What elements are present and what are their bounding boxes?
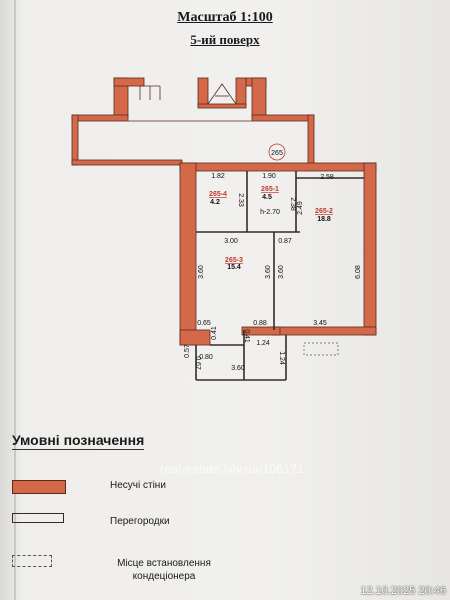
room-id: 265-4 (209, 191, 227, 198)
legend-ac-label: Місце встановлення кондеціонера (117, 558, 211, 582)
dimension-label: 3.45 (313, 320, 327, 327)
room-area: 4.2 (210, 199, 220, 206)
apartment-walls (179, 162, 377, 346)
dimension-label: 0.87 (278, 238, 292, 245)
room-id: 265-1 (261, 186, 279, 193)
apartment-partitions (195, 171, 364, 381)
room-area: 15.4 (227, 264, 241, 271)
room-area: 18.8 (317, 216, 331, 223)
watermark: real-estate.lviv.ua/106171 (160, 462, 305, 476)
dimension-label: 2.58 (320, 174, 334, 181)
dimension-label: 6.08 (355, 265, 362, 279)
floor-plan: 265 265-4 4.2 265-1 4.5 265-2 18.8 265-3… (71, 77, 377, 381)
dimension-label: 0.65 (197, 320, 211, 327)
dimension-label: 0.41 (243, 329, 250, 343)
ac-place-mark (303, 342, 339, 356)
section-marker (268, 143, 286, 161)
dimension-label: 3.00 (224, 238, 238, 245)
dimension-label: 2.49 (297, 201, 304, 215)
room-labels: 265-4 4.2 265-1 4.5 265-2 18.8 265-3 15.… (209, 186, 333, 271)
dimension-label: 3.60 (231, 365, 245, 372)
room-area: 4.5 (262, 194, 272, 201)
dimension-label: 2.38 (289, 197, 296, 211)
dimension-label: 3.60 (265, 265, 272, 279)
dimension-label: 0.67 (194, 356, 201, 370)
dimension-label: 1.90 (262, 173, 276, 180)
dimension-label: 1.24 (256, 340, 270, 347)
room-id: 265-3 (225, 257, 243, 264)
section-number: 265 (271, 150, 283, 157)
partition-swatch (12, 513, 64, 523)
dimension-label: 2.33 (237, 193, 244, 207)
legend-load-bearing-label: Несучі стіни (110, 480, 166, 491)
ac-place-swatch (12, 555, 52, 567)
dimension-label: 1.82 (211, 173, 225, 180)
photo-timestamp: 12.10.2025 20:46 (360, 585, 446, 597)
dimension-label: 3.60 (278, 265, 285, 279)
load-bearing-wall-swatch (12, 480, 66, 494)
dimension-labels: 1.82 1.90 2.58 2.33 2.38 2.49 3.00 0.87 … (184, 173, 362, 372)
dimension-label: 0.57 (184, 344, 191, 358)
scale-title: Масштаб 1:100 (177, 10, 273, 25)
page-binding-line (14, 0, 16, 600)
floor-title: 5-ий поверх (190, 32, 260, 47)
dimension-label: 0.80 (199, 354, 213, 361)
dimension-label: 3.60 (198, 265, 205, 279)
corridor-partitions (128, 83, 252, 122)
room-id: 265-2 (315, 208, 333, 215)
dimension-label: 0.88 (253, 320, 267, 327)
legend-title: Умовні позначення (12, 432, 145, 450)
dimension-label: 1.24 (278, 351, 285, 365)
legend-partition-label: Перегородки (110, 516, 170, 527)
dimension-label: 0.41 (211, 326, 218, 340)
corridor-walls (71, 77, 315, 171)
ceiling-height: h-2.70 (260, 209, 280, 216)
